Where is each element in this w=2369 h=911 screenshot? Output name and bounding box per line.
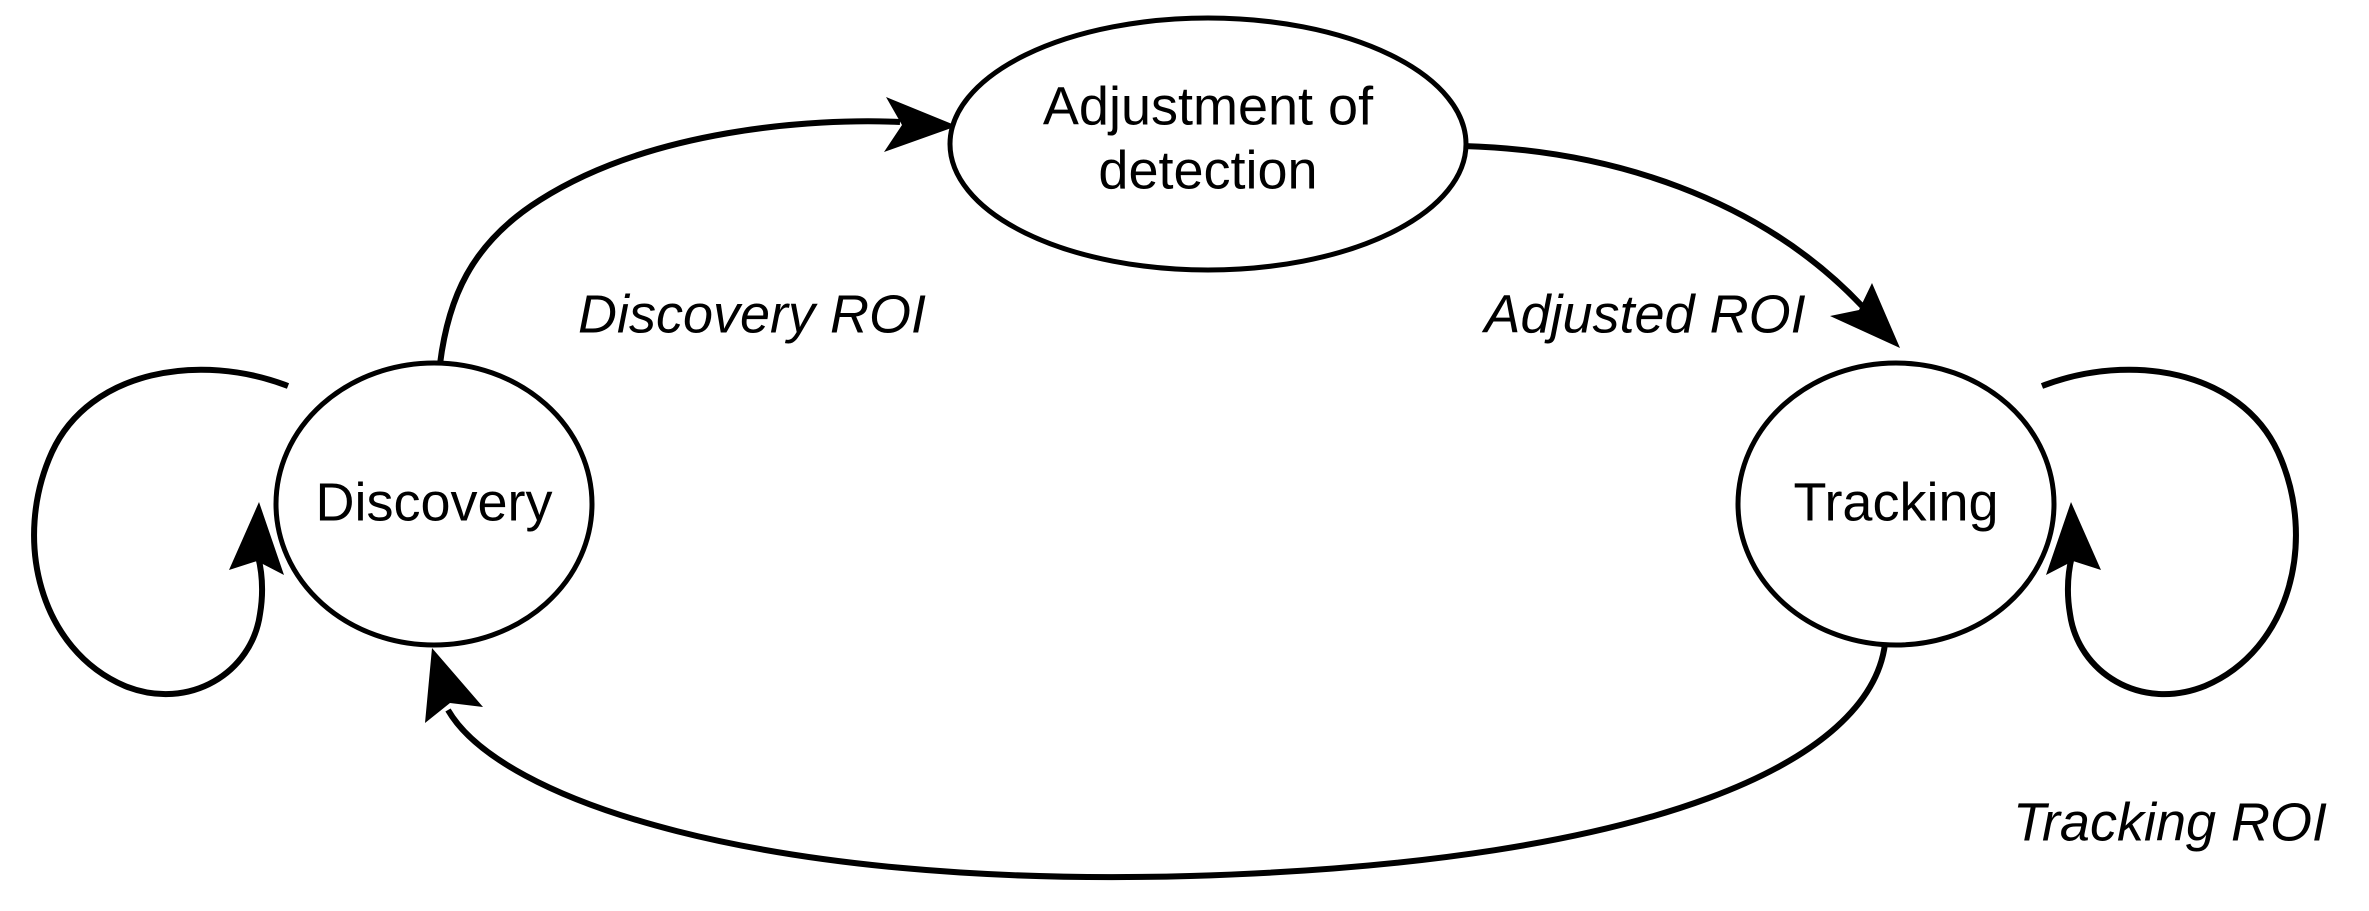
edge-tracking-self-loop[interactable]: [2040, 366, 2299, 698]
adjustment-label-line2: detection: [1098, 140, 1317, 200]
tracking-to-discovery-path: [445, 643, 1888, 881]
adjustment-label-line1: Adjustment of: [1043, 76, 1374, 136]
edge-tracking-to-discovery[interactable]: [425, 643, 1888, 881]
tracking-self-loop-arrowhead: [2046, 502, 2101, 575]
node-tracking[interactable]: Tracking: [1735, 360, 2057, 648]
edge-adjustment-to-tracking[interactable]: [1462, 143, 1900, 348]
node-adjustment[interactable]: Adjustment of detection: [947, 15, 1469, 273]
edge-label-adjusted-roi: Adjusted ROI: [1481, 284, 1805, 344]
adjustment-to-tracking-path: [1462, 143, 1865, 309]
edge-label-tracking-roi: Tracking ROI: [2013, 792, 2327, 852]
adjustment-ellipse: [947, 15, 1469, 273]
discovery-ellipse: [273, 360, 595, 648]
discovery-to-adjustment-path: [437, 118, 901, 365]
discovery-to-adjustment-arrowhead: [884, 97, 957, 152]
node-discovery[interactable]: Discovery: [273, 360, 595, 648]
tracking-label: Tracking: [1793, 472, 1998, 532]
tracking-self-loop-path: [2040, 366, 2299, 698]
edge-label-discovery-roi: Discovery ROI: [578, 284, 926, 344]
edge-discovery-self-loop[interactable]: [31, 366, 290, 698]
edge-discovery-to-adjustment[interactable]: [437, 97, 957, 365]
tracking-to-discovery-arrowhead: [425, 648, 483, 723]
tracking-ellipse: [1735, 360, 2057, 648]
discovery-self-loop-arrowhead: [229, 502, 284, 575]
adjustment-to-tracking-arrowhead: [1830, 283, 1900, 348]
discovery-label: Discovery: [315, 472, 552, 532]
discovery-self-loop-path: [31, 366, 290, 698]
